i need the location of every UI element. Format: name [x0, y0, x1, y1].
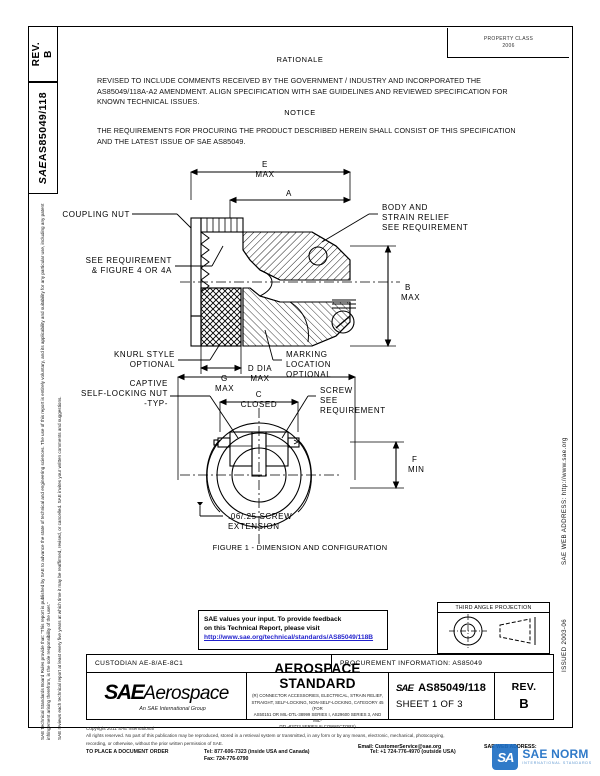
- label-g-max: MAX: [215, 384, 234, 393]
- notice-heading: NOTICE: [284, 108, 316, 117]
- sae-mini-logo-icon: SAE: [396, 682, 414, 694]
- feedback-url-link[interactable]: http://www.sae.org/technical/standards/A…: [204, 634, 374, 641]
- revision-cell: REV. B: [495, 673, 553, 719]
- third-angle-projection-box: THIRD ANGLE PROJECTION: [437, 602, 550, 654]
- document-number-cell: SAE AS85049/118 SHEET 1 OF 3: [389, 673, 495, 719]
- document-number-tab: SAEAS85049/118: [28, 82, 58, 194]
- tel-inside: Tel: 877-606-7323 (inside USA and Canada…: [204, 749, 310, 756]
- label-f: F: [412, 455, 418, 464]
- standard-description-line-1: (R) CONNECTOR ACCESSORIES, ELECTRICAL, S…: [252, 693, 383, 699]
- label-b-max: MAX: [401, 293, 420, 302]
- header-classification-box: PROPERTY CLASS 2006: [447, 28, 569, 58]
- sae-norm-badge-icon: SA: [492, 744, 519, 770]
- label-body-1: BODY AND: [382, 203, 428, 212]
- label-screw-ext-1: .06/.25 SCREW: [228, 512, 292, 521]
- fax-number: Fax: 724-776-0790: [204, 756, 249, 763]
- standard-title-cell: AEROSPACE STANDARD (R) CONNECTOR ACCESSO…: [247, 661, 389, 729]
- label-d-dia-1: D DIA: [248, 364, 272, 373]
- label-knurl-1: KNURL STYLE: [114, 350, 175, 359]
- notice-body: THE REQUIREMENTS FOR PROCURING THE PRODU…: [97, 126, 516, 146]
- third-angle-projection-title: THIRD ANGLE PROJECTION: [438, 603, 549, 613]
- label-g: G: [221, 374, 228, 383]
- label-marking-1: MARKING: [286, 350, 328, 359]
- label-see-req-2: & FIGURE 4 OR 4A: [92, 266, 172, 275]
- standard-description: (R) CONNECTOR ACCESSORIES, ELECTRICAL, S…: [250, 693, 385, 730]
- label-e: E: [262, 160, 268, 169]
- header-box-line2: 2006: [502, 42, 515, 49]
- label-captive-3: -TYP-: [144, 399, 168, 408]
- label-f-min: MIN: [408, 465, 424, 474]
- revision-value: B: [519, 696, 529, 711]
- aerospace-wordmark: Aerospace: [143, 682, 229, 704]
- feedback-box: SAE values your input. To provide feedba…: [198, 610, 388, 650]
- document-number-tab-label: AS85049/118: [37, 91, 49, 162]
- copyright-footer: Copyright 2011 SAE International All rig…: [86, 726, 556, 762]
- custodian-cell: CUSTODIAN AE-8/AE-8C1: [87, 655, 332, 672]
- sae-norm-subtext: INTERNATIONAL STANDARDS: [522, 761, 592, 766]
- label-screw-1: SCREW: [320, 386, 353, 395]
- label-screw-ext-2: EXTENSION: [228, 522, 280, 531]
- issued-date-margin: ISSUED 2003-06: [561, 618, 568, 672]
- label-body-2: STRAIN RELIEF: [382, 213, 449, 222]
- label-knurl-2: OPTIONAL: [130, 360, 175, 369]
- rationale-body: REVISED TO INCLUDE COMMENTS RECEIVED BY …: [97, 76, 508, 106]
- revision-label: REV.: [511, 681, 537, 693]
- sae-logo-icon: SAE: [37, 161, 49, 185]
- sae-wordmark: SAE: [104, 680, 144, 704]
- label-screw-3: REQUIREMENT: [320, 406, 386, 415]
- procurement-cell: PROCUREMENT INFORMATION: AS85049: [340, 660, 483, 667]
- label-marking-3: OPTIONAL: [286, 370, 331, 379]
- label-b: B: [405, 283, 411, 292]
- sae-group-subtitle: An SAE International Group: [139, 705, 206, 712]
- label-captive-2: SELF-LOCKING NUT: [81, 389, 168, 398]
- sae-aerospace-logo: SAE Aerospace An SAE International Group: [87, 673, 247, 719]
- label-e-max: MAX: [255, 170, 274, 179]
- label-captive-1: CAPTIVE: [130, 379, 168, 388]
- label-d-dia-2: MAX: [250, 374, 269, 383]
- third-angle-projection-symbol: [438, 613, 549, 649]
- sae-norm-text: SAE NORM: [522, 747, 589, 762]
- aerospace-standard-title: AEROSPACE STANDARD: [274, 661, 361, 692]
- standard-description-line-3: AS50151 OR MIL-DTL-38999 SERIES I, AS296…: [253, 712, 382, 724]
- label-see-req-1: SEE REQUIREMENT: [86, 256, 172, 265]
- copyright-line-2: All rights reserved. No part of this pub…: [86, 733, 445, 739]
- standard-description-line-2: STRAIGHT, SELF-LOCKING, NON-SELF-LOCKING…: [251, 699, 384, 711]
- drawing-frame: [28, 26, 573, 728]
- copyright-line-3: recording, or otherwise, without the pri…: [86, 740, 224, 746]
- technical-drawing: E MAX A COUPLING NUT BODY AND STRAIN REL…: [60, 150, 550, 570]
- feedback-line-1: SAE values your input. To provide feedba…: [204, 616, 342, 623]
- label-body-3: SEE REQUIREMENT: [382, 223, 468, 232]
- document-number: AS85049/118: [418, 682, 486, 694]
- email-address: Email: CustomerService@sae.org: [358, 744, 442, 750]
- label-a: A: [286, 189, 292, 198]
- custodian-procurement-row: CUSTODIAN AE-8/AE-8C1 PROCUREMENT INFORM…: [86, 654, 554, 672]
- order-label: TO PLACE A DOCUMENT ORDER: [86, 749, 169, 756]
- feedback-line-2: on this Technical Report, please visit: [204, 625, 320, 632]
- revision-tab: REV. B: [28, 26, 58, 82]
- label-c-closed: CLOSED: [241, 400, 278, 409]
- figure-caption: FIGURE 1 - DIMENSION AND CONFIGURATION: [212, 543, 388, 552]
- label-screw-2: SEE: [320, 396, 338, 405]
- label-marking-2: LOCATION: [286, 360, 331, 369]
- title-block: SAE Aerospace An SAE International Group…: [86, 661, 554, 729]
- figure-1-svg: E MAX A COUPLING NUT BODY AND STRAIN REL…: [62, 160, 468, 544]
- sae-norm-watermark: SA SAE NORM INTERNATIONAL STANDARDS: [492, 744, 592, 770]
- tel-outside: Tel: +1 724-776-4970 (outside USA): [370, 749, 456, 756]
- copyright-line-1: Copyright 2011 SAE International: [86, 726, 154, 731]
- label-coupling-nut: COUPLING NUT: [62, 210, 130, 219]
- rationale-heading: RATIONALE: [276, 55, 324, 64]
- label-c: C: [256, 390, 262, 399]
- standard-description-line-4: DTL-83723 SERIES III CONNECTORS): [279, 724, 356, 730]
- sheet-number: SHEET 1 OF 3: [396, 699, 463, 710]
- standards-board-rules-text: SAE Technical Standards Board Rules prov…: [40, 203, 52, 740]
- header-box-line1: PROPERTY CLASS: [483, 35, 534, 42]
